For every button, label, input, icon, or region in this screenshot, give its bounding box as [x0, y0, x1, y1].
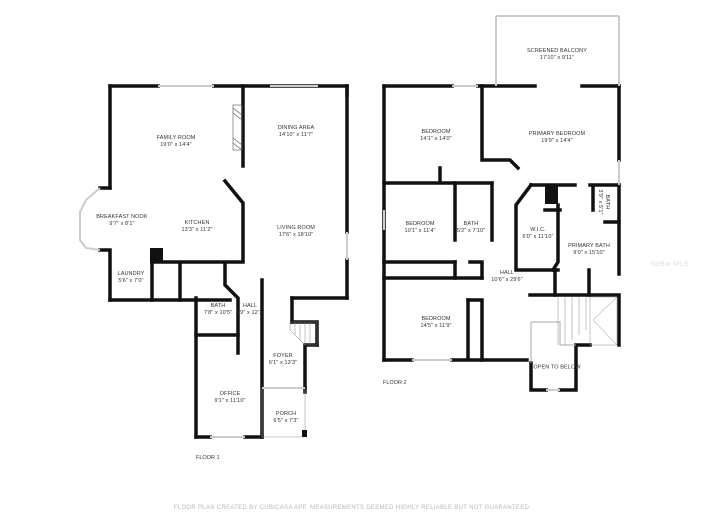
- room-dimensions: 14'1" x 14'0": [420, 136, 452, 142]
- room-primary-bedroom: PRIMARY BEDROOM 19'9" x 14'4": [529, 131, 585, 145]
- room-dimensions: 14'10" x 11'7": [278, 132, 314, 138]
- room-dimensions: 3'9" x 5'1": [597, 189, 603, 215]
- room-porch: PORCH 6'5" x 7'3": [273, 411, 298, 425]
- room-bath-2: BATH 5'2" x 7'10": [457, 221, 485, 235]
- room-name: HALL: [242, 303, 258, 309]
- room-dimensions: 7'8" x 10'5": [203, 310, 233, 316]
- room-name: BEDROOM: [421, 129, 451, 135]
- wic-pillar: [545, 186, 558, 204]
- floor-1-stairs: [289, 321, 318, 346]
- footer-disclaimer: FLOOR PLAN CREATED BY CUBICASA APP. MEAS…: [173, 505, 532, 511]
- room-name: DINING AREA: [277, 125, 315, 131]
- room-name: BEDROOM: [405, 221, 435, 227]
- room-bath: BATH 7'8" x 10'5": [204, 303, 232, 317]
- room-dimensions: 13'3" x 11'2": [181, 227, 213, 233]
- room-breakfast-nook: BREAKFAST NOOK 9'7" x 8'1": [96, 214, 147, 228]
- room-wic: W.I.C. 6'0" x 11'10": [522, 227, 553, 241]
- floor-1-windows: [79, 85, 348, 438]
- kitchen-pillar: [150, 248, 163, 263]
- room-name: BATH: [463, 221, 479, 227]
- room-name: PRIMARY BATH: [568, 243, 610, 249]
- room-dimensions: 6'5" x 7'3": [273, 418, 299, 424]
- room-name: FOYER: [273, 353, 293, 359]
- room-dimensions: 9'1" x 11'10": [214, 398, 246, 404]
- room-dimensions: 10'1" x 11'4": [404, 228, 436, 234]
- room-hall: HALL 4'9" x 12'1": [236, 303, 264, 317]
- room-hall-2: HALL 10'6" x 29'6": [491, 270, 522, 284]
- room-laundry: LAUNDRY 5'6" x 7'0": [118, 271, 145, 285]
- room-name: SCREENED BALCONY: [527, 48, 587, 54]
- porch-column: [302, 430, 307, 437]
- room-name: PRIMARY BEDROOM: [528, 131, 586, 137]
- floor-2-windows: [383, 15, 620, 391]
- room-dimensions: 4'9" x 12'1": [235, 310, 265, 316]
- room-primary-bath: PRIMARY BATH 9'0" x 15'10": [568, 243, 610, 257]
- room-dimensions: 5'2" x 7'10": [456, 228, 486, 234]
- room-dimensions: 6'1" x 13'3": [268, 360, 298, 366]
- room-dimensions: 9'7" x 8'1": [109, 221, 135, 227]
- room-screened-balcony: SCREENED BALCONY 17'10" x 9'11": [527, 48, 587, 62]
- room-name: LIVING ROOM: [277, 225, 315, 231]
- room-bedroom-2: BEDROOM 10'1" x 11'4": [404, 221, 435, 235]
- room-name: OFFICE: [219, 391, 241, 397]
- room-name: BEDROOM: [421, 316, 451, 322]
- room-living-room: LIVING ROOM 17'6" x 18'10": [277, 225, 315, 239]
- room-kitchen: KITCHEN 13'3" x 11'2": [181, 220, 212, 234]
- room-name: BATH: [210, 303, 226, 309]
- room-dimensions: 10'6" x 29'6": [491, 277, 523, 283]
- room-family-room: FAMILY ROOM 19'0" x 14'4": [157, 135, 196, 149]
- room-office: OFFICE 9'1" x 11'10": [214, 391, 245, 405]
- room-name: LAUNDRY: [117, 271, 145, 277]
- watermark: Stellar MLS: [650, 259, 689, 268]
- fireplace: [232, 104, 243, 151]
- room-dimensions: 17'10" x 9'11": [539, 55, 575, 61]
- room-dimensions: 6'0" x 11'10": [522, 234, 554, 240]
- room-bedroom-3: BEDROOM 14'5" x 11'9": [420, 316, 451, 330]
- room-dimensions: 5'6" x 7'0": [118, 278, 144, 284]
- floor-1-porch: [261, 388, 306, 438]
- room-name: OPEN TO BELOW: [533, 364, 581, 371]
- room-dimensions: 17'6" x 18'10": [278, 232, 314, 238]
- floor-2-railing: [530, 321, 576, 363]
- room-name: HALL: [499, 270, 515, 276]
- floor-2-label: FLOOR 2: [383, 380, 407, 386]
- room-name: KITCHEN: [184, 220, 210, 226]
- floor-1-label: FLOOR 1: [196, 455, 220, 461]
- floor-2-stairs: [557, 296, 618, 346]
- room-dimensions: 19'0" x 14'4": [160, 142, 192, 148]
- room-dimensions: 19'9" x 14'4": [541, 138, 573, 144]
- room-bath-3: BATH 3'9" x 5'1": [596, 189, 610, 214]
- room-open-to-below: OPEN TO BELOW: [533, 365, 580, 372]
- room-name: W.I.C.: [530, 227, 546, 233]
- room-dining-area: DINING AREA 14'10" x 11'7": [278, 125, 315, 139]
- room-name: BATH: [604, 194, 610, 210]
- room-name: FAMILY ROOM: [156, 135, 196, 141]
- room-foyer: FOYER 6'1" x 13'3": [269, 353, 297, 367]
- room-name: PORCH: [275, 411, 297, 417]
- room-bedroom-1: BEDROOM 14'1" x 14'0": [420, 129, 451, 143]
- room-dimensions: 14'5" x 11'9": [420, 323, 452, 329]
- room-dimensions: 9'0" x 15'10": [573, 250, 605, 256]
- room-name: BREAKFAST NOOK: [96, 214, 148, 220]
